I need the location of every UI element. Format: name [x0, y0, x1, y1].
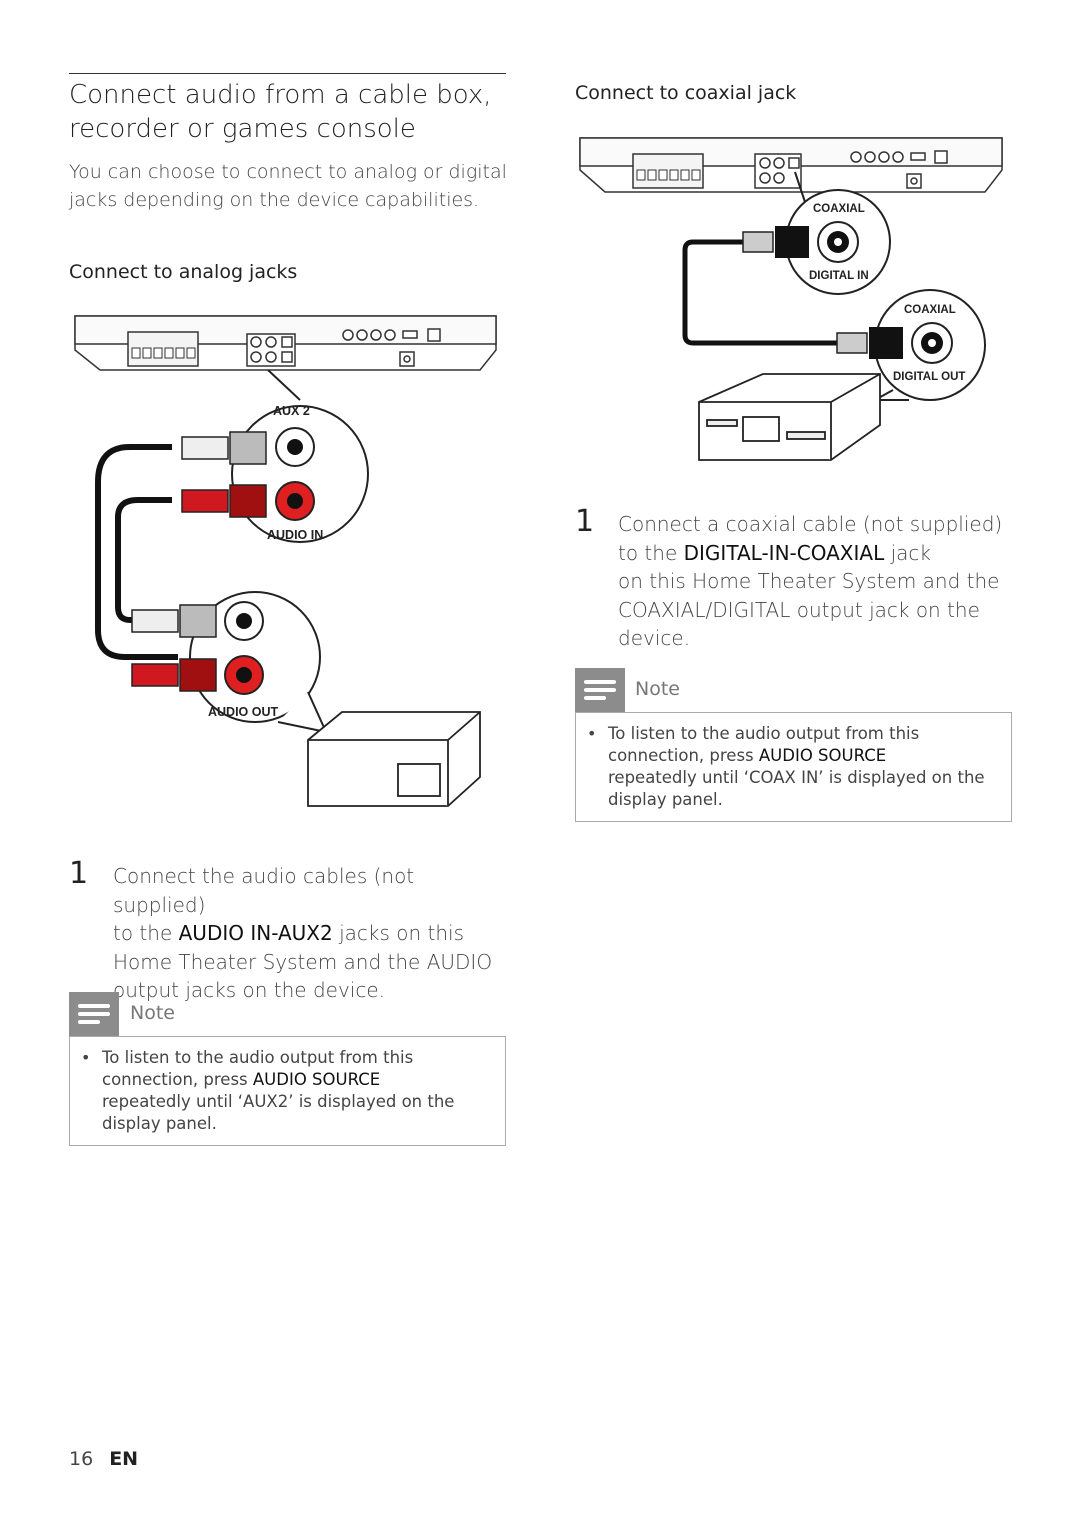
external-device	[307, 711, 481, 807]
coaxial-heading: Connect to coaxial jack	[575, 82, 797, 104]
aux2-white-plug	[181, 427, 315, 467]
home-theater-unit	[579, 137, 1003, 193]
note-label: Note	[130, 1002, 175, 1024]
page-footer: 16 EN	[69, 1448, 138, 1470]
language-code: EN	[109, 1448, 139, 1470]
analog-heading: Connect to analog jacks	[69, 261, 298, 283]
analog-step-1: 1 Connect the audio cables (not supplied…	[69, 856, 493, 1003]
label-aux2: AUX 2	[273, 404, 310, 418]
external-player-device	[698, 373, 881, 461]
audio-out-red-plug	[131, 655, 264, 695]
note-label: Note	[635, 678, 680, 700]
analog-connection-diagram: AUX 2 AUDIO IN AUDIO OUT	[74, 315, 497, 807]
coaxial-connection-diagram: COAXIAL DIGITAL IN COAXIAL DIGITAL OUT	[579, 137, 1003, 461]
label-audio-in: AUDIO IN	[267, 528, 323, 542]
label-digital-out: DIGITAL OUT	[893, 371, 965, 383]
aux2-red-plug	[181, 481, 315, 521]
label-coaxial-bottom: COAXIAL	[904, 304, 956, 316]
home-theater-unit	[74, 315, 497, 371]
section-rule	[69, 73, 506, 74]
audio-out-white-plug	[131, 601, 264, 641]
page-number: 16	[69, 1448, 94, 1470]
note-icon	[69, 992, 119, 1036]
coax-plug-bottom	[836, 322, 953, 364]
label-digital-in: DIGITAL IN	[809, 270, 869, 282]
label-audio-out: AUDIO OUT	[208, 705, 279, 719]
coax-plug-top	[742, 221, 859, 263]
intro-paragraph: You can choose to connect to analog or d…	[69, 161, 507, 211]
note-icon	[575, 668, 625, 712]
coaxial-note-box: • To listen to the audio output from thi…	[575, 712, 1012, 822]
coaxial-step-1: 1 Connect a coaxial cable (not supplied)…	[575, 504, 1003, 651]
analog-note-box: • To listen to the audio output from thi…	[69, 1036, 506, 1146]
page-title: Connect audio from a cable box, recorder…	[69, 80, 492, 144]
label-coaxial-top: COAXIAL	[813, 203, 865, 215]
